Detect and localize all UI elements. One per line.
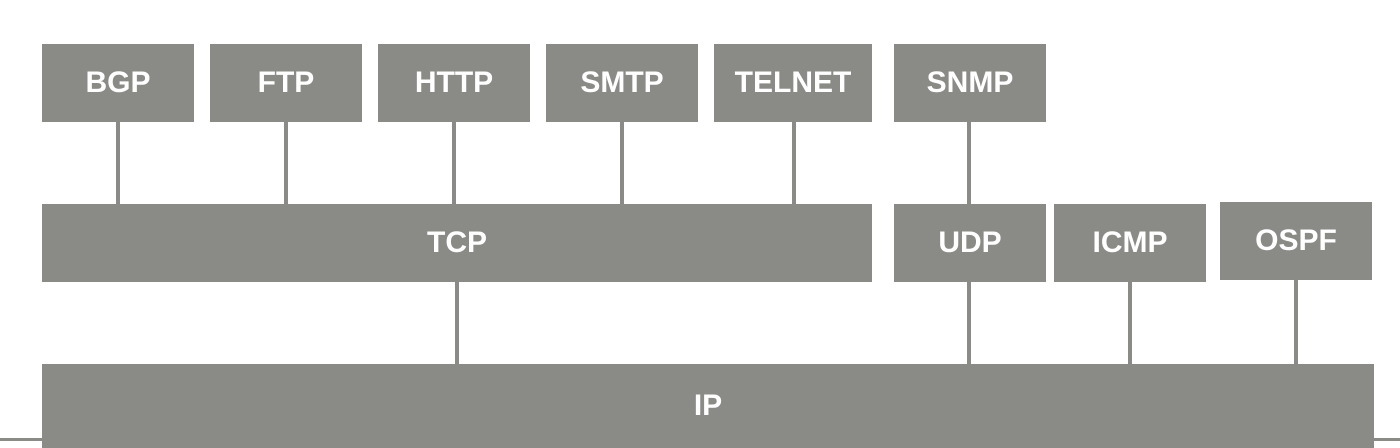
connector-telnet-tcp xyxy=(792,120,796,206)
ospf-box: OSPF xyxy=(1220,202,1372,280)
smtp-box: SMTP xyxy=(546,44,698,122)
connector-ospf-ip xyxy=(1294,280,1298,366)
connector-bgp-tcp xyxy=(116,120,120,206)
connector-http-tcp xyxy=(452,120,456,206)
connector-icmp-ip xyxy=(1128,280,1132,366)
connector-udp-ip xyxy=(967,280,971,366)
smtp-label: SMTP xyxy=(580,66,664,99)
udp-label: UDP xyxy=(938,226,1002,259)
http-label: HTTP xyxy=(414,66,494,99)
snmp-label: SNMP xyxy=(926,66,1014,99)
telnet-box: TELNET xyxy=(714,44,872,122)
bgp-box: BGP xyxy=(42,44,194,122)
ospf-label: OSPF xyxy=(1255,224,1337,257)
ftp-label: FTP xyxy=(257,66,315,99)
telnet-label: TELNET xyxy=(734,66,852,99)
tcp-label: TCP xyxy=(427,226,487,259)
ftp-box: FTP xyxy=(210,44,362,122)
icmp-label: ICMP xyxy=(1092,226,1168,259)
connector-ftp-tcp xyxy=(284,120,288,206)
connector-tcp-ip xyxy=(455,280,459,366)
icmp-box: ICMP xyxy=(1054,204,1206,282)
http-box: HTTP xyxy=(378,44,530,122)
connector-smtp-tcp xyxy=(620,120,624,206)
ip-label: IP xyxy=(693,389,723,422)
snmp-box: SNMP xyxy=(894,44,1046,122)
ip-box: IP xyxy=(42,364,1374,448)
bottom-rule xyxy=(0,438,1400,441)
connector-snmp-udp xyxy=(967,120,971,206)
udp-box: UDP xyxy=(894,204,1046,282)
tcp-box: TCP xyxy=(42,204,872,282)
bgp-label: BGP xyxy=(85,66,151,99)
